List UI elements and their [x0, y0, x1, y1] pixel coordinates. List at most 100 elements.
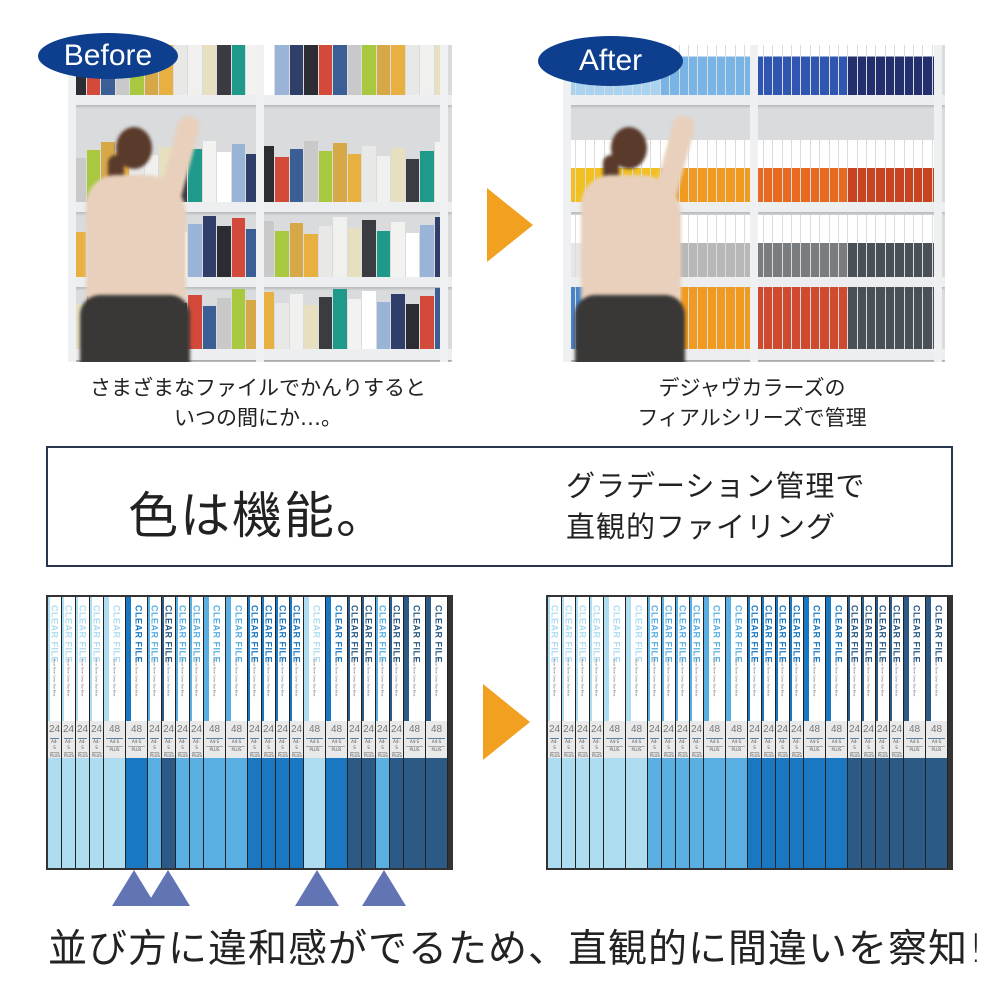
paper-size: A4-S: [650, 738, 659, 750]
spine-title: CLEAR FILE: [177, 605, 188, 663]
binder: [726, 45, 735, 95]
spine-title: CLEAR FILE: [111, 605, 122, 663]
binder: [362, 145, 376, 202]
binder: [717, 140, 726, 202]
spine-color-strip: [926, 597, 931, 721]
misplaced-marker-icon: [295, 870, 339, 906]
binder: [405, 232, 419, 277]
binder: [576, 140, 585, 202]
paper-size: A4-S: [892, 738, 901, 750]
spine-top: [890, 597, 903, 721]
paper-size: A4-S: [592, 738, 601, 750]
spine-title: CLEAR FILE: [91, 605, 102, 663]
pocket-count: 24: [590, 724, 603, 735]
binder: [829, 215, 838, 277]
spine-top: [90, 597, 103, 721]
spine-top: [204, 597, 225, 721]
spine-color-strip: [726, 597, 731, 721]
spine-color-strip: [290, 597, 292, 721]
binder: [717, 287, 726, 349]
binder: [895, 215, 904, 277]
binder: [246, 154, 260, 202]
spine-subtitle: Dual Tone Color Sky Blue: [152, 659, 157, 697]
pocket-count: 24: [662, 724, 675, 735]
binder: [867, 140, 876, 202]
brand-name: PLUS: [106, 746, 123, 753]
pocket-count: 24: [190, 724, 203, 735]
binder: [632, 140, 641, 202]
spine-subtitle: Dual Tone Color Sky Blue: [852, 659, 857, 697]
brand-name: PLUS: [378, 752, 388, 758]
pocket-count: 24: [790, 724, 803, 735]
binder: [876, 287, 885, 349]
binder: [829, 140, 838, 202]
binder: [876, 140, 885, 202]
spine-color-strip: [776, 597, 778, 721]
pocket-count: 48: [430, 724, 443, 735]
after-photo: [563, 45, 945, 362]
spine-color-block: [676, 758, 689, 868]
binder: [391, 148, 405, 202]
spine-top: [804, 597, 825, 721]
spine-color-block: [904, 758, 925, 868]
binder: [376, 45, 390, 95]
paper-size: A4-S: [164, 738, 173, 750]
binder: [801, 215, 810, 277]
person-arm: [651, 113, 697, 212]
binder: [801, 140, 810, 202]
brand-name: PLUS: [606, 746, 623, 753]
spine-color-block: [376, 758, 389, 868]
binder: [717, 215, 726, 277]
paper-size: A4-S: [706, 738, 723, 745]
binder: [754, 45, 763, 95]
spine-color-strip: [548, 597, 550, 721]
spine-top: [376, 597, 389, 721]
spine-title: CLEAR FILE: [777, 605, 788, 663]
arrow-right-icon: [487, 188, 533, 262]
spine-color-block: [148, 758, 161, 868]
spine-subtitle: Dual Tone Color Sky Blue: [712, 659, 717, 697]
brand-name: PLUS: [706, 746, 723, 753]
paper-size: A4-S: [678, 738, 687, 750]
paper-size: A4-S: [906, 738, 923, 745]
spine-top: [862, 597, 875, 721]
spine-title: CLEAR FILE: [911, 605, 922, 663]
spine-title: CLEAR FILE: [233, 605, 244, 663]
binder: [754, 287, 763, 349]
binder: [735, 45, 745, 95]
pocket-count: 24: [48, 724, 61, 735]
binder: [231, 218, 245, 277]
binder: [188, 45, 202, 95]
pocket-count: 24: [62, 724, 75, 735]
paper-size: A4-S: [92, 738, 101, 750]
spine-title: CLEAR FILE: [677, 605, 688, 663]
after-caption-line: フィアルシリーズで管理: [637, 406, 867, 430]
binder: [754, 140, 763, 202]
spine-top: [304, 597, 325, 721]
paper-size: A4-S: [250, 738, 259, 750]
spine-subtitle: Dual Tone Color Sky Blue: [166, 659, 171, 697]
binder: [698, 215, 707, 277]
pocket-count: 48: [808, 724, 821, 735]
after-caption: デジャヴカラーズの フィアルシリーズで管理: [542, 373, 962, 433]
binder: [838, 45, 848, 95]
spine-color-strip: [404, 597, 409, 721]
spine-color-strip: [162, 597, 164, 721]
binder: [333, 45, 347, 95]
spine-title: CLEAR FILE: [149, 605, 160, 663]
binder: [679, 215, 688, 277]
spine-title: CLEAR FILE: [611, 605, 622, 663]
spine-top: [226, 597, 247, 721]
spine-top: [590, 597, 603, 721]
binder: [810, 140, 820, 202]
headline-main: 色は機能。: [128, 487, 388, 545]
spine-subtitle: Dual Tone Color Sky Blue: [266, 659, 271, 697]
pocket-count: 48: [908, 724, 921, 735]
spine-top: [690, 597, 703, 721]
spine-color-strip: [748, 597, 750, 721]
spine-color-block: [790, 758, 803, 868]
